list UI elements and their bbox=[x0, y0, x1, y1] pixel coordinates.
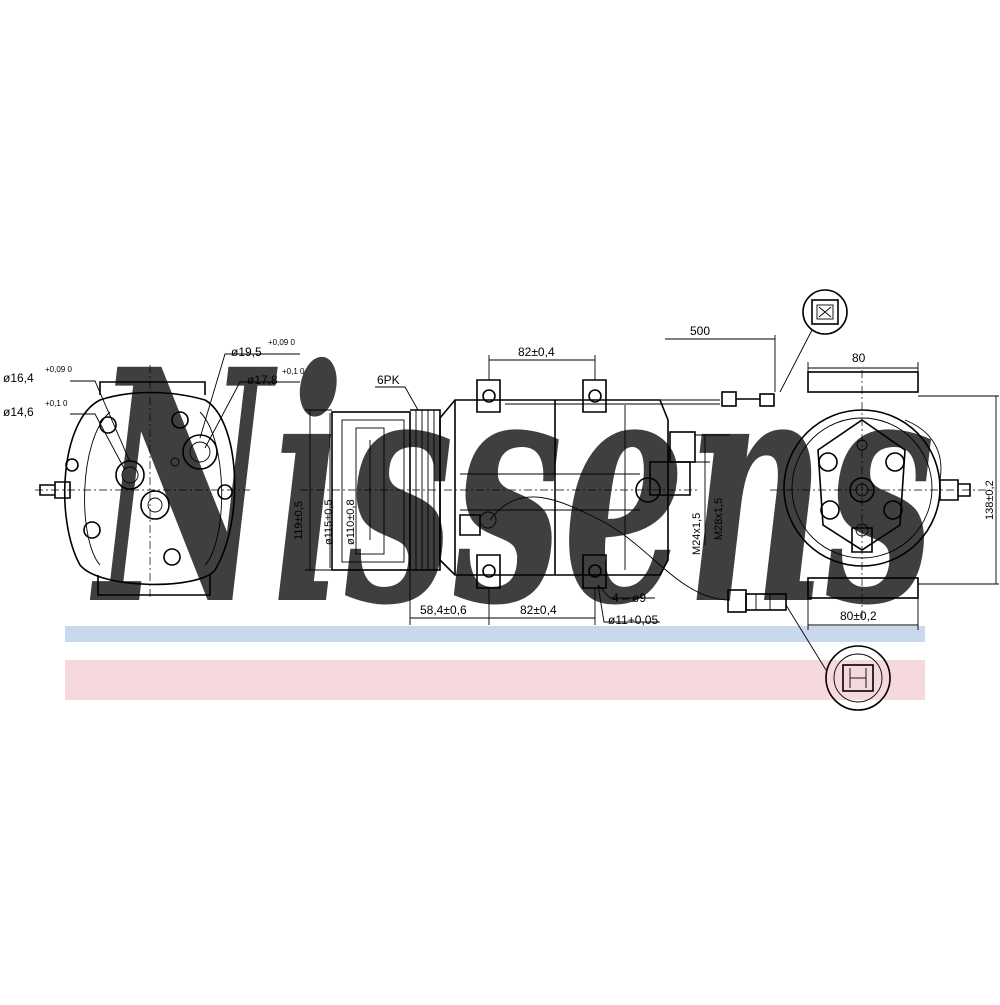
belt-type: 6PK bbox=[377, 373, 400, 387]
body-diameter: 119±0,5 bbox=[293, 501, 305, 540]
port1-tol: +0,09 0 bbox=[45, 365, 72, 374]
front-width-top: 80 bbox=[852, 351, 866, 365]
mount-spacing-top: 82±0,4 bbox=[518, 345, 555, 359]
mount-spacing-bottom: 82±0,4 bbox=[520, 603, 557, 617]
port2-dia: ø14,6 bbox=[3, 405, 34, 419]
connector-detail-top bbox=[779, 289, 848, 393]
port3-tol: +0,09 0 bbox=[268, 338, 295, 347]
rear-view: ø16,4 +0,09 0 ø14,6 +0,1 0 ø19,5 +0,09 0… bbox=[3, 338, 305, 600]
connector-detail-bottom bbox=[785, 604, 891, 711]
port1-dia: ø16,4 bbox=[3, 371, 34, 385]
pulley-inner-diameter: ø110±0,8 bbox=[345, 499, 357, 545]
front-height: 138±0,2 bbox=[984, 480, 996, 520]
pulley-offset: 58,4±0,6 bbox=[420, 603, 467, 617]
thread-m28: M28x1,5 bbox=[713, 498, 725, 540]
watermark-logo: Nissens bbox=[89, 301, 935, 676]
cable-length: 500 bbox=[690, 324, 710, 338]
port4-dia: ø17,8 bbox=[247, 373, 278, 387]
watermark-blue-band bbox=[65, 626, 925, 642]
port3-dia: ø19,5 bbox=[231, 345, 262, 359]
mount-holes: 4 – ø9 bbox=[612, 591, 646, 605]
hole-diameter: ø11+0,05 bbox=[608, 613, 658, 627]
side-view: 82±0,4 500 6PK 119±0,5 ø115±0,5 ø110±0,8… bbox=[293, 324, 787, 627]
watermark-pink-band bbox=[65, 660, 925, 700]
pulley-outer-diameter: ø115±0,5 bbox=[323, 499, 335, 545]
port4-tol: +0,1 0 bbox=[282, 367, 305, 376]
port2-tol: +0,1 0 bbox=[45, 399, 68, 408]
front-width-bottom: 80±0,2 bbox=[840, 609, 877, 623]
thread-m24: M24x1,5 bbox=[691, 513, 703, 555]
front-view: 80 80±0,2 138±0,2 bbox=[770, 351, 999, 630]
